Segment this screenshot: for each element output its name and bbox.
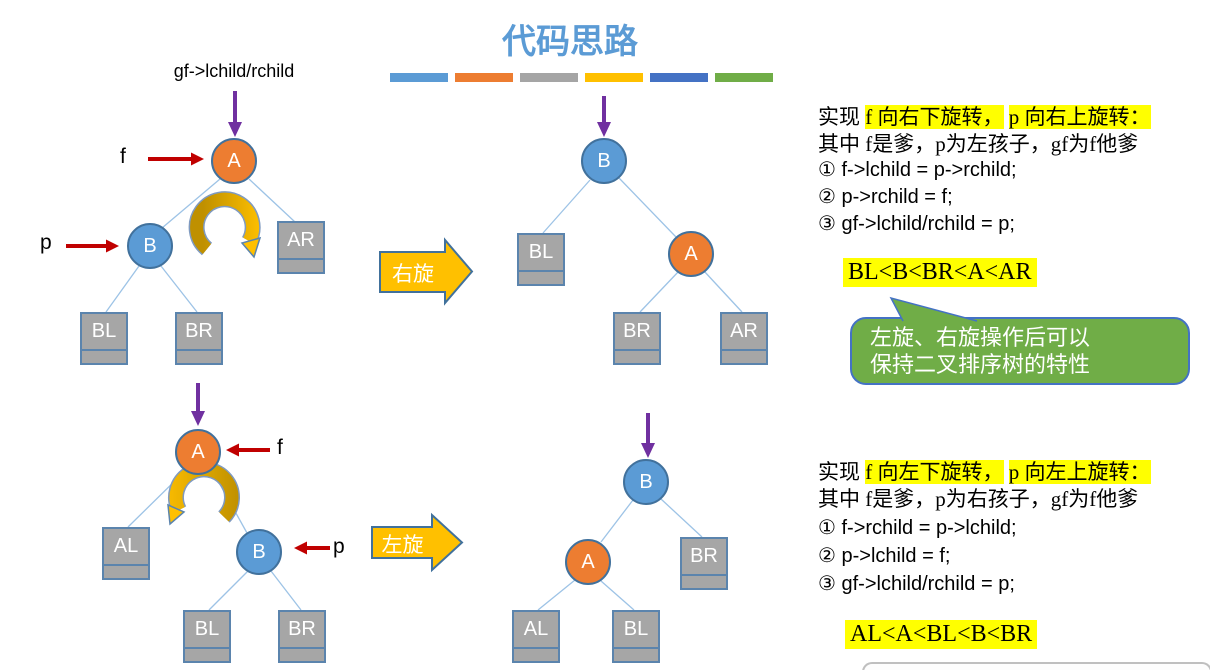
callout-line-1: 左旋、右旋操作后可以 (870, 325, 1091, 350)
left-rotation-step-1: ① f->rchild = p->lchild; (818, 517, 1017, 539)
right-rotation-roles: 其中 f是爹，p为左孩子，gf为f他爹 (818, 132, 1139, 156)
subtree-ar: AR (720, 312, 768, 365)
subtree-ar: AR (277, 221, 325, 274)
accent-bar (455, 73, 513, 82)
right-rotation-order: BL<B<BR<A<AR (843, 258, 1037, 287)
p-label: p (333, 535, 345, 558)
right-rotation-step-2: ② p->rchild = f; (818, 186, 953, 208)
subtree-al: AL (102, 527, 150, 580)
clockwise-rotation-arrow-icon (188, 191, 262, 259)
node-a: A (211, 138, 257, 184)
node-b: B (623, 459, 669, 505)
node-a: A (565, 539, 611, 585)
subtree-bl: BL (80, 312, 128, 365)
gf-pointer-down-arrow-icons (191, 91, 655, 458)
page-title: 代码思路 (502, 24, 638, 61)
accent-bar (585, 73, 643, 82)
accent-bar (520, 73, 578, 82)
accent-bar (390, 73, 448, 82)
counterclockwise-rotation-arrow-icon (167, 461, 240, 526)
subtree-br: BR (613, 312, 661, 365)
subtree-br: BR (175, 312, 223, 365)
subtree-bl: BL (517, 233, 565, 286)
accent-bar (650, 73, 708, 82)
subtree-al: AL (512, 610, 560, 663)
callout-tail (889, 296, 978, 322)
left-rotation-headline: 实现 f 向左下旋转， p 向左上旋转： (818, 460, 1151, 484)
left-rotation-arrow (371, 512, 464, 573)
subtree-br: BR (680, 537, 728, 590)
f-label: f (277, 436, 283, 459)
partial-rounded-box (862, 662, 1210, 670)
right-rotation-arrow (379, 237, 474, 306)
accent-bars (390, 73, 773, 82)
right-rotation-arrow-label: 右旋 (392, 262, 434, 286)
gf-pointer-label: gf->lchild/rchild (173, 61, 295, 81)
subtree-br: BR (278, 610, 326, 663)
tree-edges (105, 177, 743, 611)
fp-pointer-arrow-icons (66, 152, 330, 555)
subtree-bl: BL (612, 610, 660, 663)
node-b: B (127, 223, 173, 269)
left-rotation-step-3: ③ gf->lchild/rchild = p; (818, 573, 1015, 595)
callout-bubble: 左旋、右旋操作后可以 保持二叉排序树的特性 (850, 317, 1190, 385)
f-label: f (120, 145, 126, 168)
right-rotation-step-1: ① f->lchild = p->rchild; (818, 159, 1017, 181)
node-b: B (236, 529, 282, 575)
accent-bar (715, 73, 773, 82)
callout-line-2: 保持二叉排序树的特性 (870, 352, 1091, 377)
right-rotation-headline: 实现 f 向右下旋转， p 向右上旋转： (818, 105, 1151, 129)
node-a: A (668, 231, 714, 277)
subtree-bl: BL (183, 610, 231, 663)
left-rotation-order: AL<A<BL<B<BR (845, 620, 1038, 649)
left-rotation-arrow-label: 左旋 (381, 533, 424, 557)
node-b: B (581, 138, 627, 184)
left-rotation-step-2: ② p->lchild = f; (818, 545, 951, 567)
right-rotation-step-3: ③ gf->lchild/rchild = p; (818, 213, 1015, 235)
p-label: p (40, 231, 52, 254)
left-rotation-roles: 其中 f是爹，p为右孩子，gf为f他爹 (818, 487, 1139, 511)
node-a: A (175, 429, 221, 475)
